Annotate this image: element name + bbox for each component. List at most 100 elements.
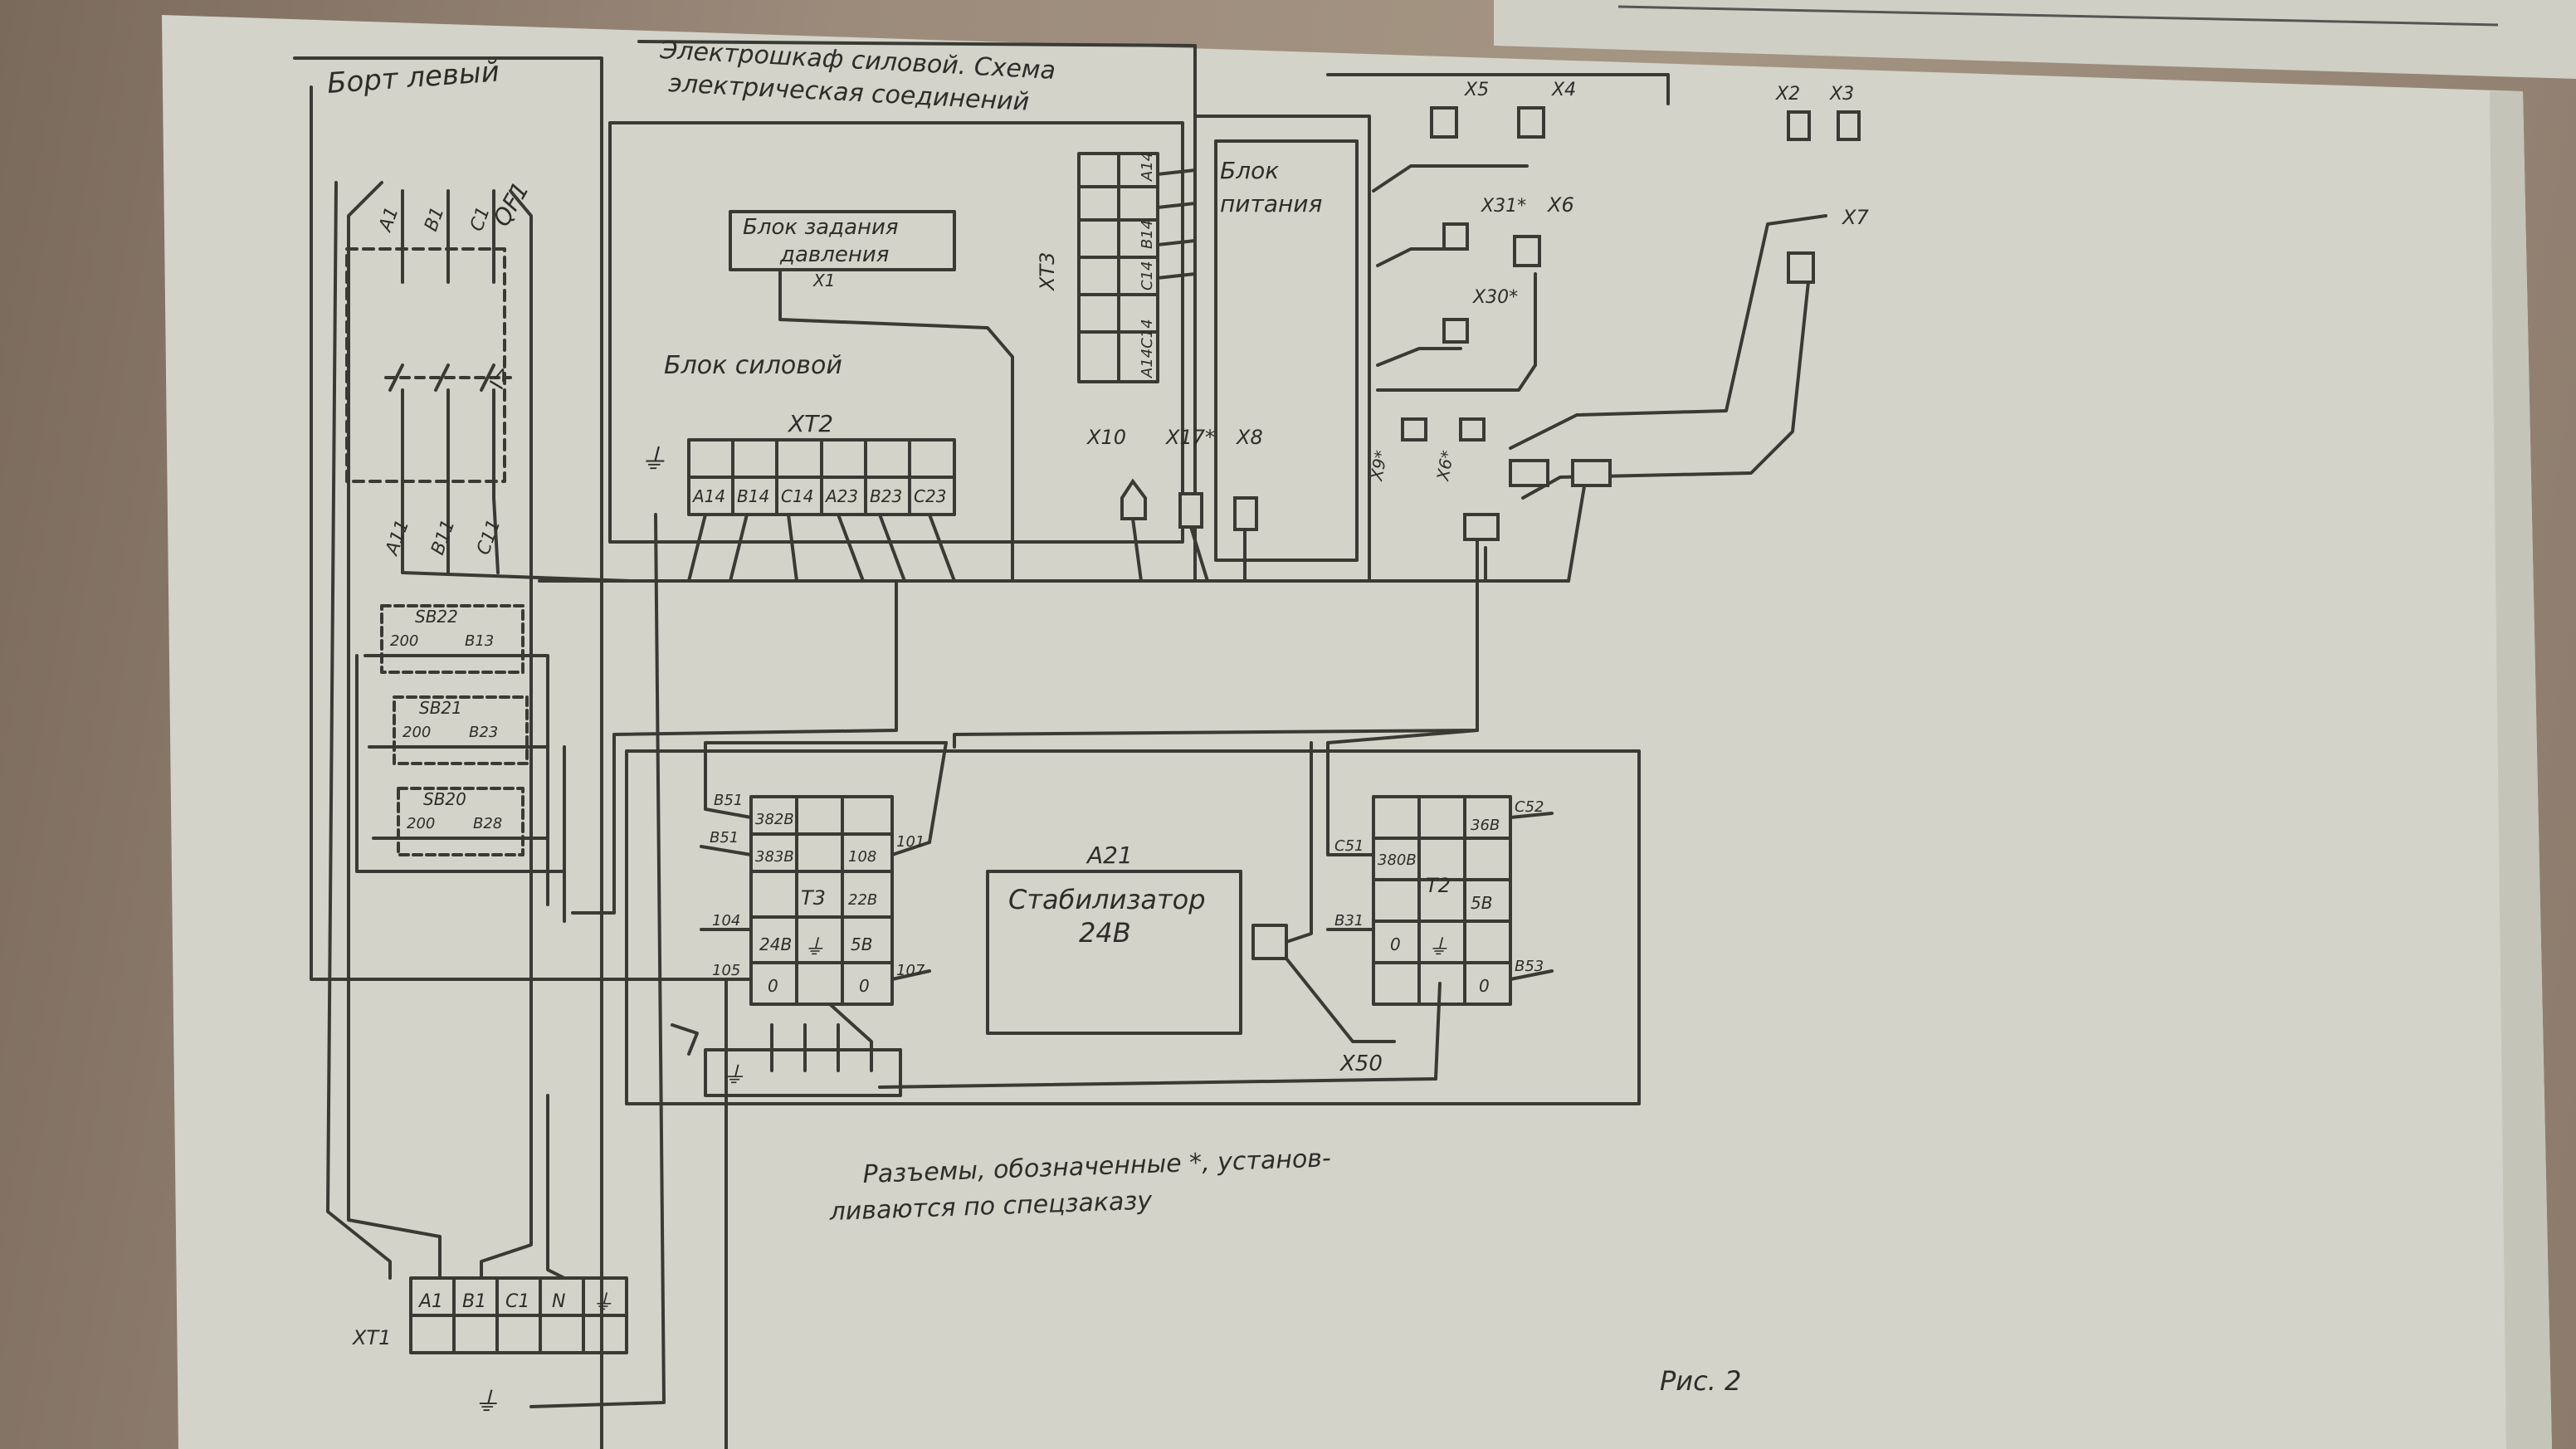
- t3-left-wire-4: 105: [712, 962, 740, 979]
- connector-right-2: [1571, 459, 1612, 487]
- t3-right-cell-2: 22B: [848, 891, 877, 909]
- t3-right-wire-2: 107: [896, 962, 925, 979]
- connector-x4: [1517, 106, 1545, 139]
- xt2-cells: [687, 438, 956, 516]
- switch-sb22-box: [380, 604, 524, 674]
- pressure-connector-label: X1: [812, 271, 835, 290]
- connector-x10: [1120, 478, 1147, 520]
- t2-block: [1372, 795, 1512, 1006]
- ground-symbol-cabinet: ⏚: [639, 443, 667, 476]
- t3-label: T3: [801, 886, 826, 910]
- t3-right-cell-4: 0: [859, 976, 870, 996]
- connector-x5-label: X5: [1464, 80, 1489, 100]
- xt2-wires: [687, 513, 956, 583]
- wire-left-vertical: [326, 181, 392, 1280]
- xt1-label: XT1: [351, 1326, 391, 1349]
- switch-sb22-left: 200: [390, 632, 418, 650]
- x10-wire: [1131, 517, 1143, 583]
- stabilizer-line-1: Стабилизатор: [1008, 884, 1206, 915]
- switch-sb20-box: [397, 787, 524, 856]
- t3-right-wire-1: 101: [896, 833, 925, 851]
- t3-left-cell-1: 382B: [755, 811, 794, 828]
- ground-symbol-bottom: ⏚: [473, 1386, 500, 1417]
- xt3-terminal-2: B14: [1139, 220, 1156, 249]
- x17-wire: [1189, 525, 1209, 583]
- xt3-wires: [1156, 168, 1197, 280]
- xt1-terminal-3: C1: [505, 1291, 529, 1312]
- xt1-terminal-4: N: [552, 1291, 565, 1312]
- xt2-terminal-2: B14: [737, 486, 769, 506]
- switch-sb21-right: B23: [469, 724, 498, 741]
- right-wiring-3: [1376, 347, 1462, 367]
- switch-sb20-name: SB20: [423, 789, 466, 809]
- t2-label: T2: [1426, 874, 1451, 897]
- connector-x30-label: X30*: [1472, 287, 1518, 308]
- connector-x6: [1513, 235, 1541, 267]
- connector-x6b: [1459, 417, 1486, 442]
- x50-label: X50: [1339, 1051, 1383, 1076]
- t2-right-wire-1: C52: [1515, 798, 1544, 816]
- t3-left-wire-1: B51: [714, 792, 743, 809]
- t3-block: [749, 795, 894, 1006]
- t2-right-wires: [1509, 812, 1554, 981]
- t2-right-cell-1: 36B: [1471, 817, 1500, 834]
- left-side-frame: [293, 56, 603, 1449]
- switch-sb20-right: B28: [473, 815, 502, 832]
- t2-right-cell-3: 0: [1479, 976, 1490, 996]
- ground-strip-wires: [671, 1003, 873, 1072]
- supply-block-inner: [1214, 139, 1359, 562]
- qf1-pole-b: [434, 189, 450, 500]
- wire-bus-down-2: [953, 579, 1479, 749]
- t3-left-cell-2: 383B: [755, 848, 794, 866]
- pressure-block-box: [729, 210, 956, 271]
- t3-left-wires: [700, 741, 948, 981]
- wire-c-feed: [480, 189, 533, 1280]
- pressure-block-line-2: давления: [779, 242, 889, 267]
- qf1-pole-c: [480, 189, 495, 500]
- xt3-label: XT3: [1036, 252, 1059, 292]
- power-block-label: Блок силовой: [664, 351, 842, 380]
- t3-ground-symbol: ⏚: [803, 935, 825, 960]
- t2-left-cell-2: 0: [1390, 934, 1401, 954]
- stabilizer-box: [986, 870, 1242, 1035]
- top-strip-line: [1617, 5, 2499, 27]
- switch-sb21-box: [393, 695, 529, 765]
- paper-fold-shadow: [2490, 91, 2552, 1449]
- cabinet-frame: [608, 121, 1184, 544]
- right-wiring-1: [1372, 164, 1529, 193]
- xt3-terminal-1: A14: [1139, 152, 1156, 182]
- t3-left-wire-3: 104: [712, 912, 740, 929]
- pressure-block-wire: [778, 268, 1014, 583]
- wire-n-feed: [546, 1094, 566, 1280]
- t3-left-cell-3: 24B: [759, 934, 792, 954]
- supply-block-outer: [1193, 115, 1371, 583]
- t3-left-wire-2: B51: [710, 829, 739, 846]
- right-wiring-4: [1376, 272, 1537, 392]
- xt2-label: XT2: [787, 410, 833, 437]
- xt3-terminal-4: A14C14: [1139, 319, 1156, 378]
- connector-x30: [1442, 318, 1469, 344]
- t3-right-wires: [890, 741, 948, 981]
- supply-block-line-2: питания: [1220, 190, 1322, 217]
- connector-x17: [1178, 492, 1203, 529]
- t3-cells: [749, 795, 894, 1006]
- connector-x5: [1430, 106, 1458, 139]
- x50-wire: [1285, 741, 1396, 1043]
- wire-qf1-feed: [347, 181, 442, 1280]
- t3-right-cell-3: 5B: [851, 934, 872, 954]
- connector-x8: [1233, 496, 1258, 531]
- xt3-terminal-3: C14: [1139, 261, 1156, 290]
- wire-qf1-to-bus: [401, 496, 632, 583]
- ground-strip: [704, 1048, 902, 1097]
- xt2-terminal-1: A14: [691, 486, 725, 506]
- wire-ground-trunk: [529, 513, 666, 1408]
- xt1-terminal-5: ⏚: [592, 1290, 613, 1315]
- connector-x31-label: X31*: [1481, 196, 1526, 217]
- t3-left-cell-4: 0: [768, 976, 778, 996]
- xt1-terminal-2: B1: [462, 1291, 486, 1312]
- t3-right-cell-1: 108: [848, 848, 876, 866]
- connector-x8-label: X8: [1235, 426, 1263, 449]
- connector-x9: [1401, 417, 1427, 442]
- t2-right-wire-2: B53: [1515, 958, 1544, 975]
- connector-x4-label: X4: [1551, 80, 1576, 100]
